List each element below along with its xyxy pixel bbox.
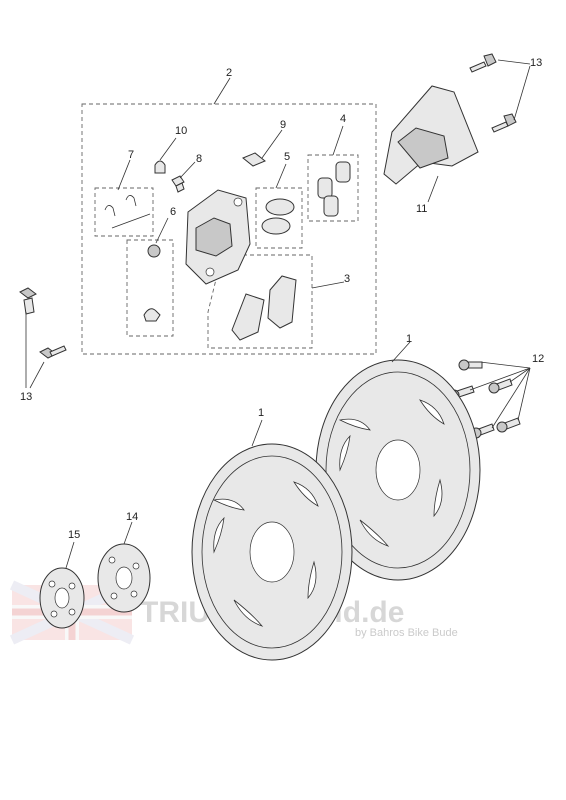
- callout-9: 9: [280, 119, 286, 131]
- brake-disc-left: [191, 419, 353, 661]
- callout-4: 4: [340, 113, 346, 125]
- kit-5-box: [255, 187, 303, 249]
- watermark-tagline: by Bahros Bike Bude: [355, 627, 458, 639]
- caliper-kit-box: [81, 103, 377, 355]
- caliper-bolts-left: [19, 287, 67, 389]
- piston-set-part: [317, 125, 351, 217]
- kit-6-box: [126, 239, 174, 337]
- callout-1-left: 1: [258, 407, 264, 419]
- callout-10: 10: [175, 125, 187, 137]
- callout-2: 2: [226, 67, 232, 79]
- callout-6: 6: [170, 206, 176, 218]
- disc-carrier-14: [97, 521, 151, 613]
- rear-caliper-part: [383, 85, 479, 203]
- callout-14: 14: [126, 511, 138, 523]
- piston-seal-part: [261, 163, 295, 235]
- callout-3: 3: [344, 273, 350, 285]
- brake-disc-right: [315, 341, 481, 581]
- callout-15: 15: [68, 529, 80, 541]
- callout-5: 5: [284, 151, 290, 163]
- disc-carrier-15: [39, 541, 85, 629]
- kit-7-box: [94, 187, 154, 237]
- caliper-body-part: [185, 189, 251, 285]
- leader-2: [213, 77, 231, 105]
- spring-clip-part: [242, 129, 283, 167]
- kit-3-box: [207, 254, 313, 349]
- bleed-cap-part: [154, 137, 177, 174]
- callout-12: 12: [532, 353, 544, 365]
- callout-11: 11: [416, 203, 427, 215]
- bleed-valve-part: [171, 161, 196, 193]
- callout-1-right: 1: [406, 333, 412, 345]
- brake-pads-part: [231, 275, 345, 341]
- callout-13-left: 13: [20, 391, 32, 403]
- callout-7: 7: [128, 149, 134, 161]
- dust-seal-part: [143, 217, 169, 322]
- callout-13-right: 13: [530, 57, 542, 69]
- pad-pin-set-part: [104, 159, 151, 229]
- callout-8: 8: [196, 153, 202, 165]
- caliper-bolts-right: [469, 53, 531, 133]
